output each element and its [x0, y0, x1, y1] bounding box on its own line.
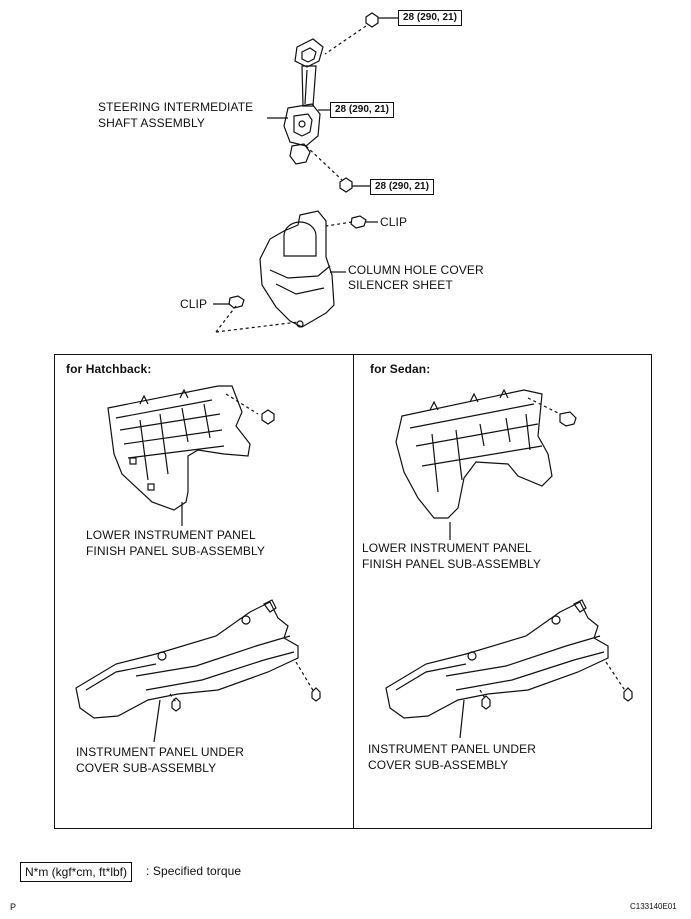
column-hole-cover-drawing — [213, 210, 378, 333]
shaft-label-line2: SHAFT ASSEMBLY — [98, 116, 205, 130]
cover-label-line2: SILENCER SHEET — [348, 278, 453, 292]
shaft-label-line1: STEERING INTERMEDIATE — [98, 100, 254, 114]
page-mark: P — [10, 902, 17, 912]
torque-spec-box-middle: 28 (290, 21) — [330, 102, 394, 118]
sedan-finish-label-line1: LOWER INSTRUMENT PANEL — [362, 541, 532, 555]
sedan-finish-label-line2: FINISH PANEL SUB-ASSEMBLY — [362, 557, 541, 571]
hatchback-finish-panel-drawing — [107, 385, 275, 526]
torque-legend-unit: N*m (kgf*cm, ft*lbf) — [20, 862, 133, 882]
cover-label-line1: COLUMN HOLE COVER — [348, 263, 484, 277]
clip-label-right: CLIP — [380, 215, 408, 229]
sedan-under-cover-drawing — [385, 599, 633, 739]
hatchback-under-label-line2: COVER SUB-ASSEMBLY — [76, 761, 217, 775]
torque-spec-box-top: 28 (290, 21) — [398, 10, 462, 26]
hatchback-heading: for Hatchback: — [66, 362, 152, 376]
hatchback-under-label-line1: INSTRUMENT PANEL UNDER — [76, 745, 244, 759]
sedan-under-label-line2: COVER SUB-ASSEMBLY — [368, 758, 509, 772]
sedan-panel — [353, 354, 652, 829]
sedan-finish-panel-drawing — [395, 388, 577, 540]
torque-legend-text: : Specified torque — [146, 864, 242, 878]
hatchback-finish-label-line1: LOWER INSTRUMENT PANEL — [86, 528, 256, 542]
steering-intermediate-shaft-drawing — [267, 12, 398, 193]
hatchback-finish-label-line2: FINISH PANEL SUB-ASSEMBLY — [86, 544, 265, 558]
figure-id: C133140E01 — [630, 902, 677, 911]
sedan-heading: for Sedan: — [370, 362, 431, 376]
torque-spec-box-bottom: 28 (290, 21) — [370, 179, 434, 195]
sedan-under-label-line1: INSTRUMENT PANEL UNDER — [368, 742, 536, 756]
hatchback-under-cover-drawing — [75, 599, 321, 743]
clip-label-left: CLIP — [180, 297, 208, 311]
